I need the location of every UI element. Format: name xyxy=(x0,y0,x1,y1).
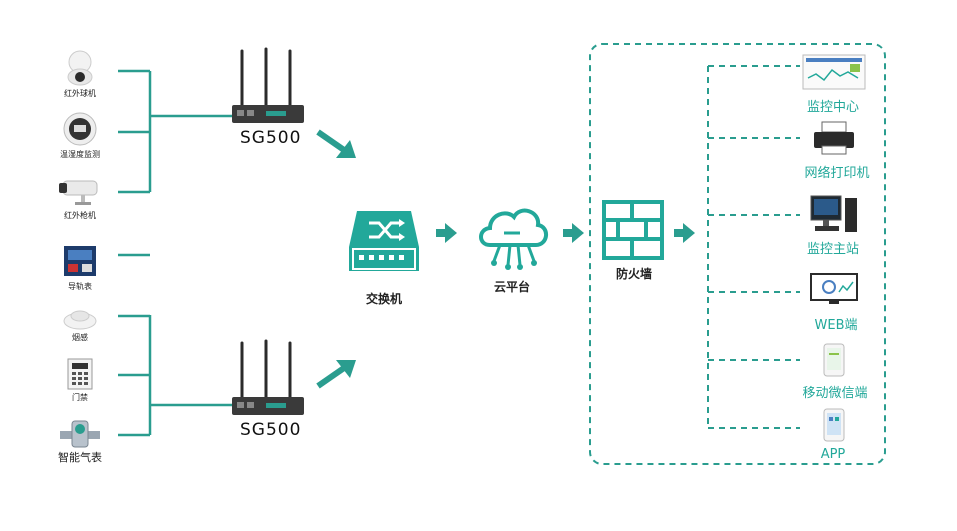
bullet-camera-icon xyxy=(59,180,98,205)
arrow-icon xyxy=(563,223,584,243)
phone-icon xyxy=(823,343,845,377)
switch-label: 交换机 xyxy=(365,292,402,306)
monitor-screen-icon xyxy=(802,54,866,90)
device-label: 门禁 xyxy=(72,393,88,402)
endpoint-label: APP xyxy=(820,447,846,462)
arrow-icon xyxy=(436,223,457,243)
arrow-icon xyxy=(674,223,695,243)
cloud-icon xyxy=(479,208,548,270)
printer-icon xyxy=(814,121,854,155)
workstation-icon xyxy=(810,195,857,232)
router-label: SG500 xyxy=(240,420,302,440)
rail-meter-icon xyxy=(64,246,96,276)
endpoint-label: 监控中心 xyxy=(806,100,859,115)
endpoint-label: WEB端 xyxy=(814,318,858,333)
device-label: 导轨表 xyxy=(68,282,92,291)
endpoint-label: 监控主站 xyxy=(806,242,859,257)
device-label: 温湿度监测 xyxy=(60,150,100,159)
device-label: 烟感 xyxy=(72,333,88,342)
router-icon xyxy=(232,339,304,415)
router-icon xyxy=(232,47,304,123)
web-monitor-icon xyxy=(810,273,858,304)
endpoint-label: 移动微信端 xyxy=(802,386,868,401)
cloud-label: 云平台 xyxy=(493,280,530,294)
firewall-label: 防火墙 xyxy=(615,267,652,281)
access-control-icon xyxy=(67,358,93,390)
gas-meter-icon xyxy=(60,420,100,448)
switch-icon xyxy=(349,211,419,271)
smoke-detector-icon xyxy=(63,310,97,330)
router-label: SG500 xyxy=(240,128,302,148)
dome-camera-icon xyxy=(67,50,93,86)
sensor-icon xyxy=(63,112,97,146)
arrow-icon xyxy=(316,129,356,158)
device-label: 智能气表 xyxy=(58,451,102,464)
firewall-icon xyxy=(602,200,664,260)
app-phone-icon xyxy=(823,408,845,442)
device-label: 红外枪机 xyxy=(64,211,96,220)
arrow-icon xyxy=(316,360,356,389)
endpoint-label: 网络打印机 xyxy=(804,166,870,181)
device-label: 红外球机 xyxy=(64,89,96,98)
